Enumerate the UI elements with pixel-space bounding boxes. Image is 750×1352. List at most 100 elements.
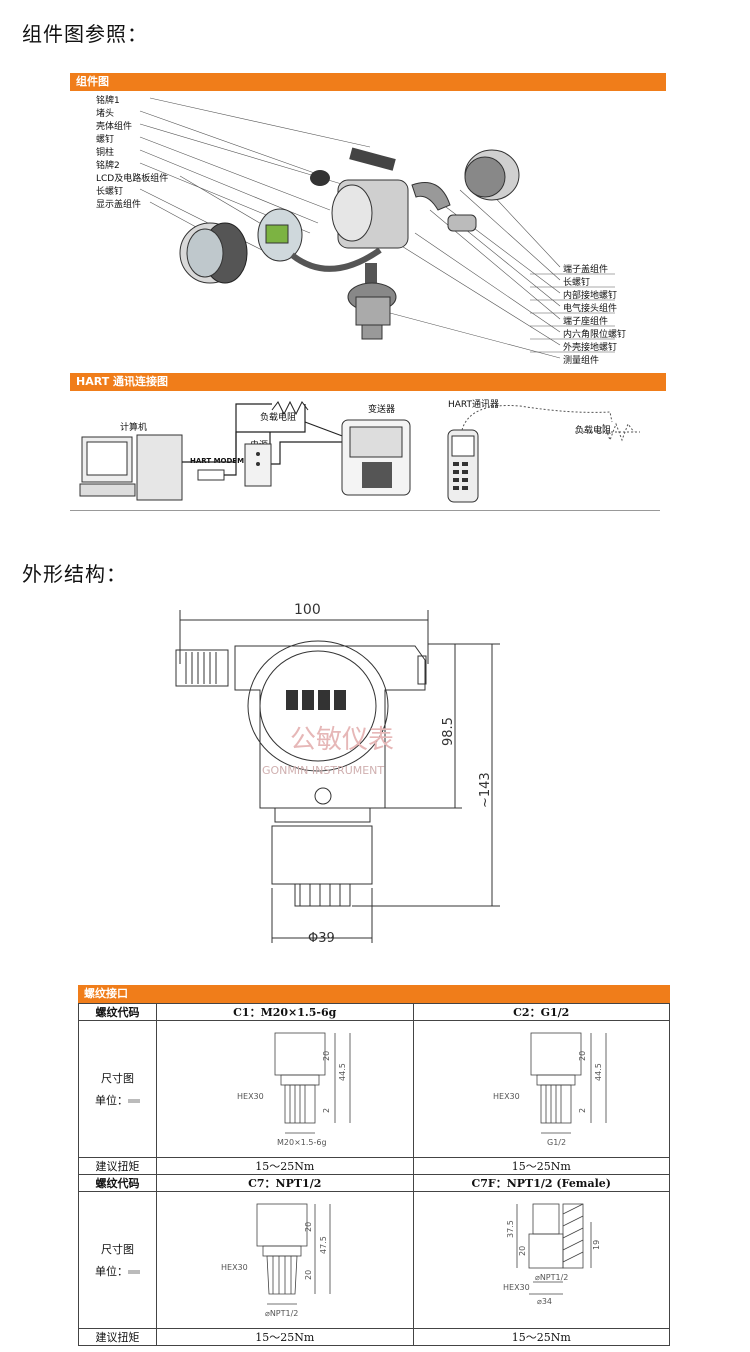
outline-drawing: 公敏仪表 GONMIN INSTRUMENT 100 98.5 ~143 Φ39	[175, 602, 500, 946]
unit-label-2: 单位：	[95, 1265, 128, 1278]
c7f-drawing: 37.5 20 19 HEX30 ⌀NPT1/2 ⌀34	[503, 1203, 601, 1306]
label-plug: 堵头	[96, 109, 115, 119]
label-terminal-block: 端子座组件	[563, 317, 609, 327]
unit-mm-icon-2	[128, 1270, 140, 1274]
thread-table: 螺纹代码 C1：M20×1.5-6g C2：G1/2 尺寸图 单位： 20 44…	[78, 1003, 670, 1346]
torque-label-2: 建议扭矩	[78, 1328, 157, 1346]
terminal-cover-part	[411, 149, 520, 232]
thread-drawing-c1: 20 44.5 2 HEX30 M20×1.5-6g	[156, 1020, 414, 1158]
exploded-assembly-drawing	[139, 97, 615, 359]
c1-dim-20: 20	[322, 1050, 331, 1060]
housing-part	[290, 147, 409, 272]
thread-dim-label-cell-2: 尺寸图 单位：	[78, 1191, 157, 1329]
c2-dim-20: 20	[578, 1050, 587, 1060]
c7-dim-475: 47.5	[319, 1236, 328, 1254]
thread-torque-row-1: 建议扭矩 15～25Nm 15～25Nm	[78, 1157, 670, 1175]
thread-drawing-c2: 20 44.5 2 HEX30 G1/2	[412, 1020, 670, 1158]
label-inner-ground-screw: 内部接地螺钉	[563, 291, 618, 301]
c7f-hex: HEX30	[503, 1283, 530, 1292]
c7f-dim-20: 20	[518, 1245, 527, 1255]
c7-hex: HEX30	[221, 1263, 248, 1272]
drawing-label-2: 尺寸图	[101, 1243, 134, 1256]
hart-bottom-rule	[70, 510, 660, 511]
thread-code-c2: C2：G1/2	[412, 1003, 670, 1021]
display-cover-part	[179, 222, 248, 284]
c2-dim-2: 2	[578, 1107, 587, 1112]
dim-diameter: Φ39	[308, 931, 335, 946]
c7f-dia-label: ⌀34	[537, 1297, 552, 1306]
torque-c1: 15～25Nm	[156, 1157, 414, 1175]
c7-drawing: 20 47.5 20 HEX30 ⌀NPT1/2	[221, 1203, 331, 1318]
label-long-screw: 长螺钉	[96, 187, 124, 197]
thread-torque-row-2: 建议扭矩 15～25Nm 15～25Nm	[78, 1328, 670, 1346]
hart-modem-label: HART MODEM	[190, 457, 245, 465]
thread-code-label-2: 螺纹代码	[78, 1174, 157, 1192]
c2-bottom-label: G1/2	[547, 1138, 566, 1147]
label-long-screw-right: 长螺钉	[563, 278, 591, 288]
dim-total-height: ~143	[478, 772, 493, 808]
hart-connection-diagram	[79, 400, 640, 503]
label-outer-ground-screw: 外壳接地螺钉	[563, 343, 618, 353]
transmitter-device	[341, 419, 411, 496]
thread-code-label: 螺纹代码	[78, 1003, 157, 1021]
thread-drawing-row-2: 尺寸图 单位： 20 47.5 20 HEX30 ⌀NPT1/2	[78, 1191, 670, 1329]
assembly-bar-title: 组件图	[70, 73, 666, 91]
watermark-cn: 公敏仪表	[290, 725, 394, 755]
c2-dim-445: 44.5	[594, 1063, 603, 1081]
hart-computer-label: 计算机	[120, 423, 148, 433]
outline-section-title: 外形结构：	[22, 562, 127, 586]
watermark-en: GONMIN INSTRUMENT	[262, 764, 384, 777]
label-nameplate-1: 铭牌1	[96, 96, 120, 106]
thread-bar-title: 螺纹接口	[78, 985, 670, 1003]
c1-hex: HEX30	[237, 1092, 264, 1101]
label-display-cover: 显示盖组件	[96, 200, 142, 210]
label-measuring-assembly: 测量组件	[563, 356, 600, 366]
hart-transmitter-label: 变送器	[368, 405, 396, 415]
c7-dim-20a: 20	[304, 1221, 313, 1231]
c7-dim-20b: 20	[304, 1269, 313, 1279]
label-nameplate-2: 铭牌2	[96, 161, 120, 171]
label-copper-post: 铜柱	[96, 148, 115, 158]
hart-load-resistor-2-label: 负载电阻	[575, 426, 612, 436]
torque-c2: 15～25Nm	[412, 1157, 670, 1175]
c7f-dim-375: 37.5	[506, 1220, 515, 1238]
label-housing: 壳体组件	[96, 122, 133, 132]
label-screw: 螺钉	[96, 135, 115, 145]
thread-code-c7f: C7F：NPT1/2 (Female)	[412, 1174, 670, 1192]
label-hex-limit-screw: 内六角限位螺钉	[563, 330, 627, 340]
dim-height: 98.5	[441, 717, 456, 746]
thread-drawing-c7: 20 47.5 20 HEX30 ⌀NPT1/2	[156, 1191, 414, 1329]
thread-drawing-row-1: 尺寸图 单位： 20 44.5 2 HEX30 M20×1.5-6g	[78, 1020, 670, 1158]
label-terminal-cover: 端子盖组件	[563, 265, 609, 275]
hart-load-resistor-label: 负载电阻	[260, 413, 297, 423]
c2-drawing: 20 44.5 2 HEX30 G1/2	[493, 1032, 607, 1147]
c1-bottom-label: M20×1.5-6g	[277, 1138, 327, 1147]
thread-code-c7: C7：NPT1/2	[156, 1174, 414, 1192]
assembly-section-title: 组件图参照：	[22, 22, 148, 46]
torque-c7: 15～25Nm	[156, 1328, 414, 1346]
thread-code-c1: C1：M20×1.5-6g	[156, 1003, 414, 1021]
torque-label-1: 建议扭矩	[78, 1157, 157, 1175]
label-electrical-connector: 电气接头组件	[563, 304, 618, 314]
c7f-bottom-label: ⌀NPT1/2	[535, 1273, 568, 1282]
c1-dim-445: 44.5	[338, 1063, 347, 1081]
hart-communicator-label: HART通讯器	[448, 400, 500, 410]
thread-header-row-1: 螺纹代码 C1：M20×1.5-6g C2：G1/2	[78, 1003, 670, 1021]
label-lcd-board: LCD及电路板组件	[96, 174, 169, 184]
hart-bar-title: HART 通讯连接图	[70, 373, 666, 391]
thread-dim-label-cell: 尺寸图 单位：	[78, 1020, 157, 1158]
hart-communicator-device	[447, 429, 479, 503]
dim-width: 100	[294, 602, 321, 618]
c7f-dim-19: 19	[592, 1239, 601, 1249]
drawing-label: 尺寸图	[101, 1072, 134, 1085]
c2-hex: HEX30	[493, 1092, 520, 1101]
torque-c7f: 15～25Nm	[412, 1328, 670, 1346]
measuring-assembly-part	[347, 263, 397, 340]
unit-mm-icon	[128, 1099, 140, 1103]
c1-dim-2: 2	[322, 1107, 331, 1112]
lcd-board-part	[257, 208, 303, 262]
unit-label: 单位：	[95, 1094, 128, 1107]
thread-header-row-2: 螺纹代码 C7：NPT1/2 C7F：NPT1/2 (Female)	[78, 1174, 670, 1192]
thread-drawing-c7f: 37.5 20 19 HEX30 ⌀NPT1/2 ⌀34	[412, 1191, 670, 1329]
c1-drawing: 20 44.5 2 HEX30 M20×1.5-6g	[237, 1032, 351, 1147]
